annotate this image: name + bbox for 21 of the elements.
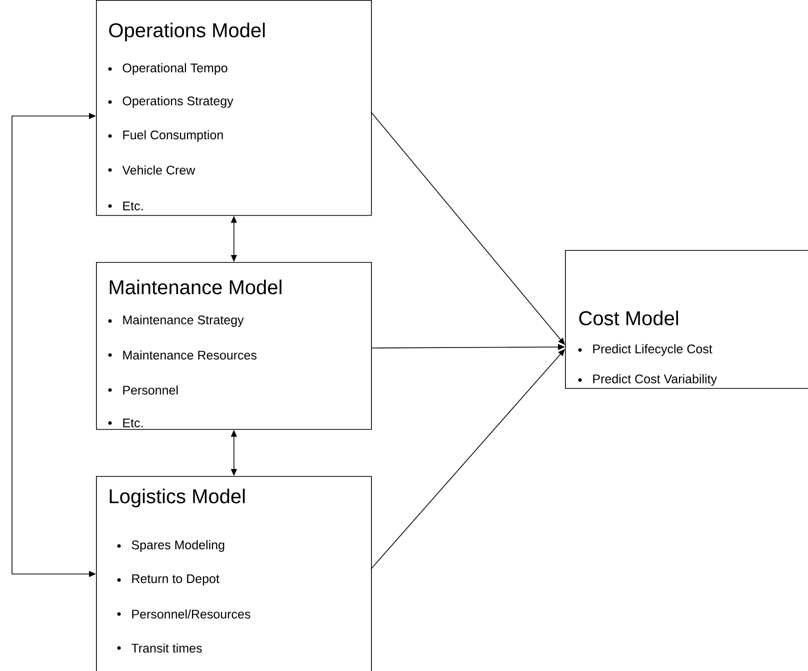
bullet-item: Predict Cost Variability — [578, 374, 717, 386]
bullet-item: Transit times — [117, 643, 202, 653]
bullet-item: Maintenance Strategy — [108, 315, 244, 327]
bullet-item: Personnel — [108, 385, 178, 395]
bullet-item: Vehicle Crew — [108, 165, 196, 175]
bullet-item: Operations Strategy — [108, 96, 234, 108]
box-heading: Operations Model — [109, 22, 265, 42]
box-heading: Maintenance Model — [110, 280, 282, 294]
box-heading: Logistics Model — [110, 488, 245, 508]
bullet-item: Personnel/Resources — [117, 609, 250, 619]
bullet-item: Etc. — [108, 418, 143, 428]
bullet-item: Fuel Consumption — [108, 130, 223, 142]
bullet-item: Return to Depot — [117, 574, 220, 586]
arrow — [370, 112, 565, 345]
box-heading: Cost Model — [579, 310, 678, 326]
bullet-item: Maintenance Resources — [108, 350, 257, 360]
arrow — [370, 349, 565, 570]
bullet-item: Etc. — [108, 202, 143, 210]
bullet-item: Predict Lifecycle Cost — [578, 344, 712, 356]
bullet-item: Operational Tempo — [108, 63, 228, 75]
bullet-item: Spares Modeling — [117, 540, 224, 552]
